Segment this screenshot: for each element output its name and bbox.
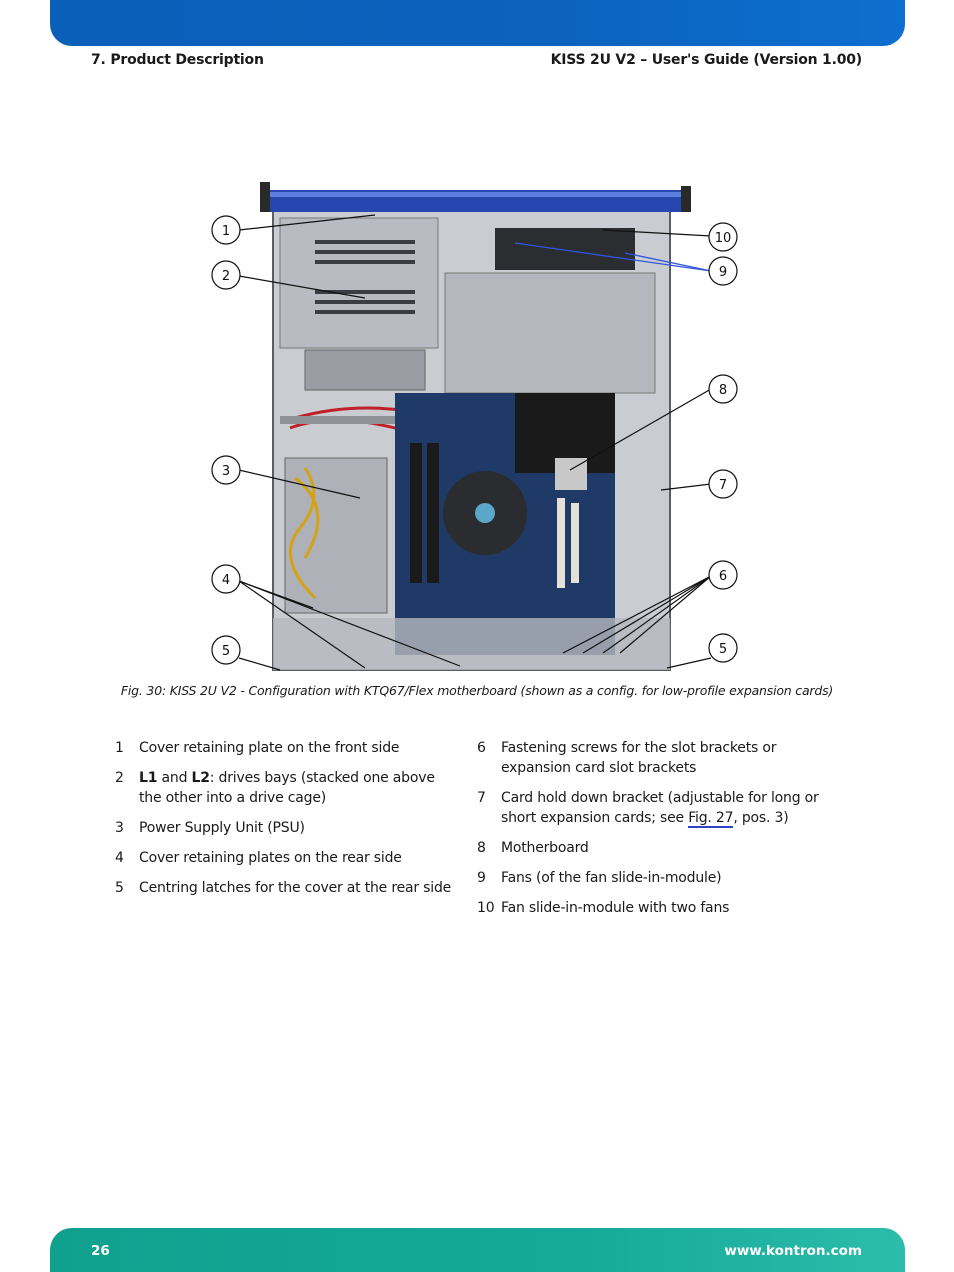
document-title: KISS 2U V2 – User's Guide (Version 1.00) (550, 52, 863, 68)
legend-text: Fans (of the fan slide-in-module) (501, 870, 722, 886)
legend-text: L1 and L2: drives bays (stacked one abov… (139, 768, 455, 808)
legend-number: 1 (115, 740, 124, 756)
callout-1 (211, 215, 241, 245)
callout-label-9: 9 (719, 265, 727, 280)
legend-text-pre: Card hold down bracket (adjustable for l… (501, 790, 819, 826)
callout-9 (708, 256, 738, 286)
legend-right-column: 6 Fastening screws for the slot brackets… (477, 738, 847, 928)
legend-number: 2 (115, 770, 124, 786)
legend-number: 7 (477, 790, 486, 806)
legend-item: 1 Cover retaining plate on the front sid… (115, 738, 455, 758)
legend-text: Card hold down bracket (adjustable for l… (501, 788, 847, 828)
legend-text: Fan slide-in-module with two fans (501, 900, 730, 916)
legend-text-and: and (157, 770, 192, 786)
callout-5-right (708, 633, 738, 663)
legend-left-column: 1 Cover retaining plate on the front sid… (115, 738, 455, 908)
legend-number: 10 (477, 900, 495, 916)
callout-label-7: 7 (719, 478, 727, 493)
legend-item: 4 Cover retaining plates on the rear sid… (115, 848, 455, 868)
legend-text: Motherboard (501, 840, 589, 856)
callout-4 (211, 564, 241, 594)
legend-number: 9 (477, 870, 486, 886)
legend-text: Cover retaining plates on the rear side (139, 850, 402, 866)
legend-item: 2 L1 and L2: drives bays (stacked one ab… (115, 768, 455, 808)
callout-2 (211, 260, 241, 290)
legend-text: Cover retaining plate on the front side (139, 740, 400, 756)
callout-5-left (211, 635, 241, 665)
callout-label-3: 3 (222, 464, 230, 479)
legend-item: 10 Fan slide-in-module with two fans (477, 898, 847, 918)
callout-label-2: 2 (222, 269, 230, 284)
legend-number: 3 (115, 820, 124, 836)
callout-6 (708, 560, 738, 590)
callout-label-1: 1 (222, 224, 230, 239)
footer-band (50, 1228, 905, 1272)
legend-text: Centring latches for the cover at the re… (139, 880, 452, 896)
callout-label-6: 6 (719, 569, 727, 584)
drive-bay-l2: L2 (191, 770, 210, 786)
figure-27-link[interactable]: Fig. 27 (688, 810, 734, 828)
callout-label-5-left: 5 (222, 644, 230, 659)
section-title: 7. Product Description (91, 52, 264, 68)
figure-caption: Fig. 30: KISS 2U V2 - Configuration with… (120, 683, 834, 698)
legend-item: 7 Card hold down bracket (adjustable for… (477, 788, 847, 828)
chassis-photo: 1 2 3 4 5 10 9 8 7 6 5 (211, 182, 738, 671)
legend-item: 5 Centring latches for the cover at the … (115, 878, 455, 898)
drive-bay-l1: L1 (139, 770, 158, 786)
legend-text-rest: : drives bays (stacked one above the oth… (139, 770, 435, 806)
callout-label-4: 4 (222, 573, 230, 588)
legend-number: 8 (477, 840, 486, 856)
callout-label-8: 8 (719, 383, 727, 398)
callout-8 (708, 374, 738, 404)
callout-10 (708, 222, 738, 252)
legend-item: 9 Fans (of the fan slide-in-module) (477, 868, 847, 888)
website-link[interactable]: www.kontron.com (724, 1243, 862, 1259)
callout-3 (211, 455, 241, 485)
callout-7 (708, 469, 738, 499)
legend-item: 8 Motherboard (477, 838, 847, 858)
legend-number: 5 (115, 880, 124, 896)
legend-text: Power Supply Unit (PSU) (139, 820, 305, 836)
legend-item: 3 Power Supply Unit (PSU) (115, 818, 455, 838)
legend-number: 6 (477, 740, 486, 756)
callout-label-5-right: 5 (719, 642, 727, 657)
header-band (50, 0, 905, 46)
legend-text-post: , pos. 3) (733, 810, 789, 826)
page-number: 26 (91, 1243, 110, 1259)
callout-label-10: 10 (715, 231, 732, 246)
legend-item: 6 Fastening screws for the slot brackets… (477, 738, 847, 778)
legend-number: 4 (115, 850, 124, 866)
legend-text: Fastening screws for the slot brackets o… (501, 740, 777, 776)
